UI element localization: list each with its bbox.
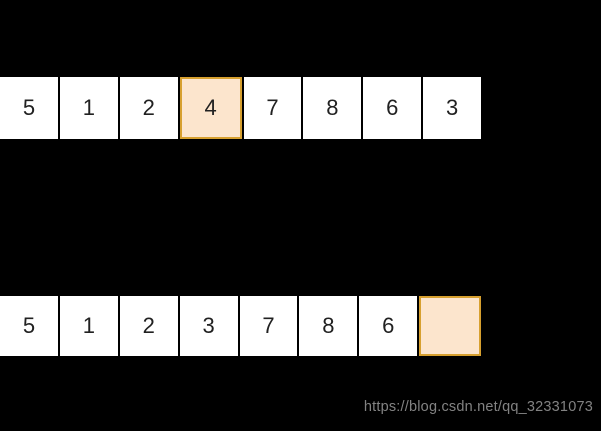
- array-cell: 5: [0, 296, 58, 356]
- array-cell: 2: [119, 296, 178, 356]
- watermark-url: https://blog.csdn.net/qq_32331073: [363, 399, 593, 415]
- array-cell: 1: [59, 296, 118, 356]
- array-cell: 5: [0, 77, 58, 139]
- array-cell: 8: [299, 296, 358, 356]
- array-cell: 6: [363, 77, 422, 139]
- array-cell-highlighted: [419, 296, 481, 356]
- array-cell-highlighted: 4: [179, 77, 242, 139]
- array-cell: 7: [239, 296, 298, 356]
- array-cell: 3: [179, 296, 238, 356]
- array-cell: 8: [303, 77, 362, 139]
- array-cell: 3: [423, 77, 481, 139]
- array-cell: 7: [243, 77, 302, 139]
- array-cell: 1: [59, 77, 118, 139]
- array-cell: 2: [119, 77, 178, 139]
- array-cell: 6: [359, 296, 418, 356]
